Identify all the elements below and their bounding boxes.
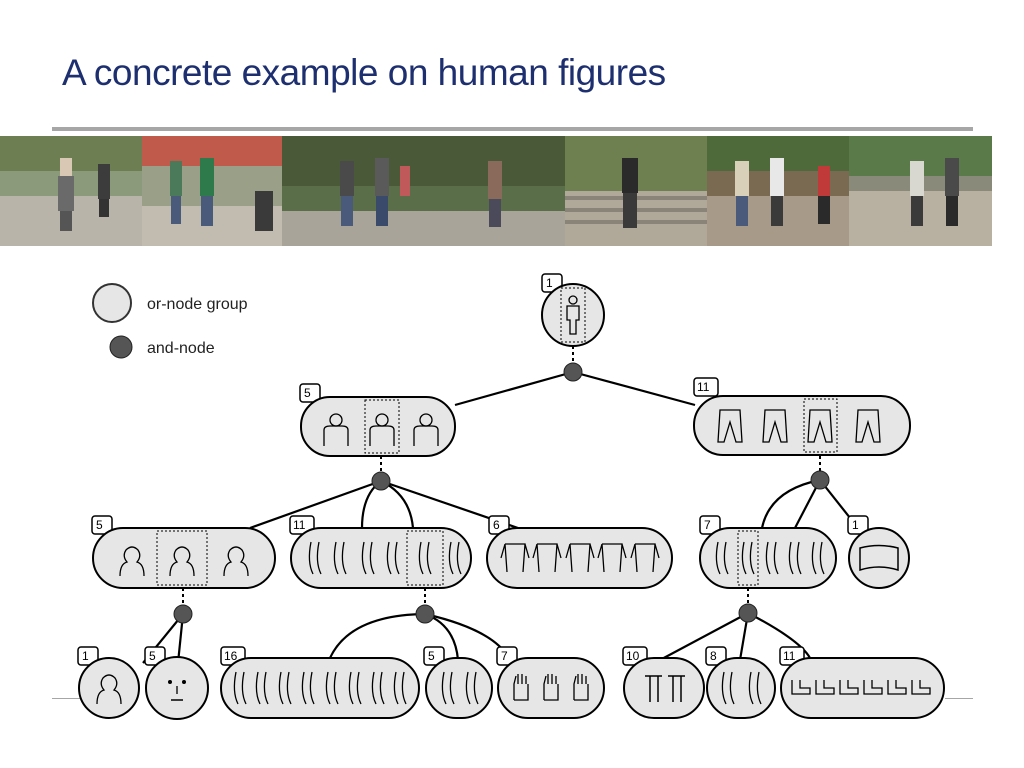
and-node xyxy=(810,470,830,490)
svg-text:7: 7 xyxy=(501,649,508,663)
photo-2 xyxy=(142,136,282,246)
and-node-legend-icon xyxy=(109,335,133,359)
legend-and-label: and-node xyxy=(147,340,215,357)
photo-3 xyxy=(282,136,565,246)
or-node-hair: 1 xyxy=(77,646,140,719)
or-node-upper-leg: 10 xyxy=(622,646,705,719)
and-node xyxy=(173,604,193,624)
or-node-pants: 7 xyxy=(699,515,837,589)
and-node xyxy=(563,362,583,382)
and-nodes xyxy=(173,362,830,624)
svg-text:1: 1 xyxy=(546,276,553,290)
title-divider xyxy=(52,127,973,131)
footer-rule-left xyxy=(52,698,82,699)
photo-strip xyxy=(0,136,992,246)
svg-text:5: 5 xyxy=(96,518,103,532)
svg-text:5: 5 xyxy=(149,649,156,663)
svg-text:5: 5 xyxy=(428,649,435,663)
svg-text:11: 11 xyxy=(697,380,710,394)
or-node-hands: 7 xyxy=(496,646,605,719)
or-node-face: 5 xyxy=(144,646,209,720)
or-node-legs: 11 xyxy=(693,377,911,456)
or-node-legend-icon xyxy=(92,283,132,323)
svg-text:16: 16 xyxy=(224,649,238,663)
photo-4 xyxy=(565,136,707,246)
svg-text:7: 7 xyxy=(704,518,711,532)
or-node-lower-leg: 8 xyxy=(705,646,776,719)
legend-or-label: or-node group xyxy=(147,296,248,313)
footer-rule-right xyxy=(945,698,973,699)
legend: or-node group and-node xyxy=(92,283,248,359)
svg-text:1: 1 xyxy=(852,518,859,532)
or-node-waist: 1 xyxy=(847,515,910,589)
photo-6 xyxy=(849,136,992,246)
svg-text:11: 11 xyxy=(293,518,306,532)
or-node-lower-arm: 5 xyxy=(423,646,493,719)
or-node-root: 1 xyxy=(541,273,605,347)
or-node-shirt: 6 xyxy=(486,515,673,589)
or-node-head: 5 xyxy=(91,515,276,589)
svg-text:10: 10 xyxy=(626,649,640,663)
and-node xyxy=(371,471,391,491)
svg-text:5: 5 xyxy=(304,386,311,400)
svg-text:1: 1 xyxy=(82,649,89,663)
and-node xyxy=(738,603,758,623)
or-node-torso: 5 xyxy=(299,383,456,457)
or-node-shoes: 11 xyxy=(779,646,945,719)
svg-text:6: 6 xyxy=(493,518,500,532)
or-node-arms: 11 xyxy=(289,515,472,589)
svg-text:8: 8 xyxy=(710,649,717,663)
svg-text:11: 11 xyxy=(783,649,796,663)
and-node xyxy=(415,604,435,624)
or-node-upper-arm: 16 xyxy=(220,646,420,719)
photo-1 xyxy=(0,136,142,246)
photo-5 xyxy=(707,136,849,246)
slide-title: A concrete example on human figures xyxy=(62,52,666,93)
